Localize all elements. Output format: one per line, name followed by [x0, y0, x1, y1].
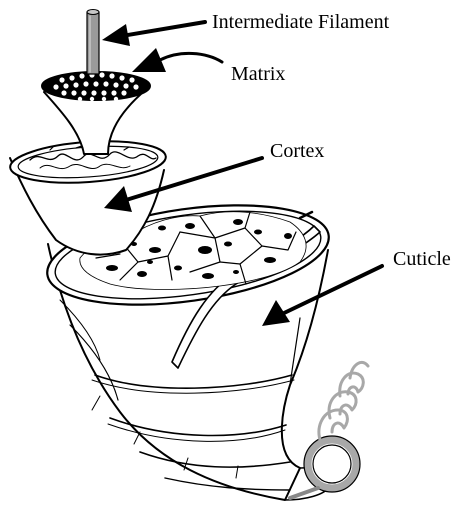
label-cuticle: Cuticle [393, 249, 451, 269]
label-cortex: Cortex [270, 141, 324, 161]
intermediate-filament-rod [87, 10, 99, 75]
arrow-intermediate-filament [122, 22, 205, 36]
hair-tail [285, 362, 368, 500]
arrow-matrix [160, 53, 222, 62]
label-matrix: Matrix [231, 64, 285, 84]
label-intermediate-filament: Intermediate Filament [212, 12, 389, 32]
